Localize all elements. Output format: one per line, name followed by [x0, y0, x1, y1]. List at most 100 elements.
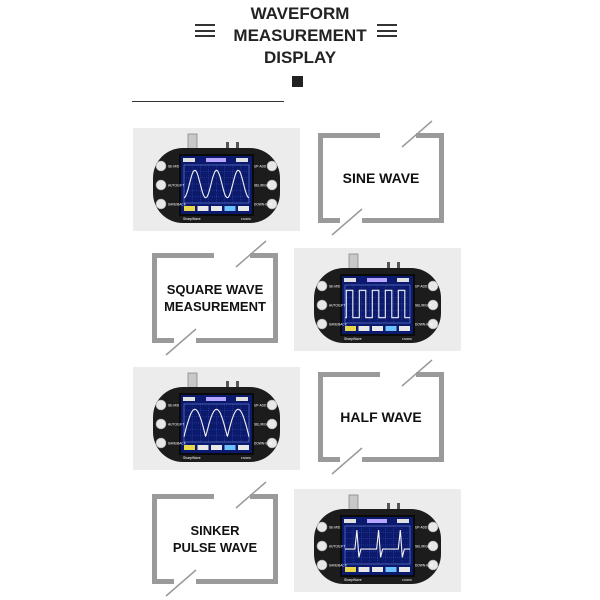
- header: WAVEFORM MEASUREMENT DISPLAY: [0, 0, 600, 100]
- status-chip: [183, 158, 195, 162]
- probe-connector: [187, 372, 198, 390]
- status-chip: [206, 158, 226, 162]
- status-chip: [238, 206, 249, 211]
- device-button-label: SAVE/BACK: [168, 442, 187, 446]
- device-button: [316, 299, 328, 311]
- device-button-label: AUTO/LIFT: [168, 184, 184, 188]
- device-button: [427, 521, 439, 533]
- device-button: [316, 559, 328, 571]
- device-button: [155, 198, 167, 210]
- usb-port: [387, 262, 390, 268]
- accent-slash: [235, 240, 267, 268]
- frame-line: [318, 133, 380, 223]
- brand-label: SharpWave: [344, 337, 362, 341]
- usb-port: [226, 142, 229, 148]
- status-chip: [224, 445, 236, 450]
- device-button-label: SE-M/D: [329, 526, 341, 530]
- status-chip: [385, 326, 397, 331]
- device-button: [266, 179, 278, 191]
- status-chip: [211, 206, 222, 211]
- device-button: [155, 437, 167, 449]
- device-button: [155, 160, 167, 172]
- device-button-label: SE-M/D: [168, 165, 180, 169]
- status-chip: [224, 206, 236, 211]
- status-chip: [184, 445, 195, 450]
- grid-frame: [183, 164, 250, 204]
- status-chip: [206, 397, 226, 401]
- status-chip: [367, 278, 387, 282]
- device-button-label: SEL/RIGHT: [254, 423, 271, 427]
- device-button-label: SEL/RIGHT: [415, 545, 432, 549]
- model-label: FNIRSI: [402, 337, 412, 341]
- device-button-label: DOWN-SUB: [254, 442, 272, 446]
- model-label: FNIRSI: [241, 217, 251, 221]
- oscilloscope-device: SE-M/DAUTO/LIFTSAVE/BACKUP-ADDSEL/RIGHTD…: [314, 253, 441, 343]
- status-chip: [372, 567, 383, 572]
- status-chip: [197, 206, 209, 211]
- device-button-label: AUTO/LIFT: [329, 304, 345, 308]
- bracket-frame: [152, 481, 278, 597]
- device-button-label: UP-ADD: [254, 165, 267, 169]
- device-button-label: DOWN-SUB: [254, 203, 272, 207]
- frame-line: [152, 253, 214, 343]
- status-chip: [358, 567, 370, 572]
- device-button-label: SAVE/BACK: [168, 203, 187, 207]
- status-chip: [184, 206, 195, 211]
- device-button: [316, 318, 328, 330]
- device-button-label: SE-M/D: [168, 404, 180, 408]
- device-button-label: UP-ADD: [415, 526, 428, 530]
- accent-slash: [401, 359, 433, 387]
- device-button: [427, 280, 439, 292]
- device-image-pulse: SE-M/D AUTO/LIFT SAVE/BACK UP-ADD SEL/RIGHT D…: [294, 489, 461, 592]
- status-chip: [399, 326, 410, 331]
- section-label: HALF WAVE: [340, 409, 422, 425]
- device-button-label: SAVE/BACK: [329, 323, 348, 327]
- device-button-label: DOWN-SUB: [415, 564, 433, 568]
- device-button: [316, 280, 328, 292]
- label-pulse-wave: SINKER PULSE WAVE: [152, 481, 278, 597]
- status-chip: [372, 326, 383, 331]
- device-image-sine: SE-M/D AUTO/LIFT SAVE/BACK UP-ADD SEL/RIGHT D…: [133, 128, 300, 231]
- grid-frame: [344, 284, 411, 324]
- frame-line: [362, 133, 444, 223]
- device-button-label: SEL/RIGHT: [415, 304, 432, 308]
- accent-slash: [165, 569, 197, 597]
- waveform-trace: [183, 169, 250, 199]
- device-button-label: SEL/RIGHT: [254, 184, 271, 188]
- frame-line: [152, 494, 214, 584]
- label-square-wave: SQUARE WAVE MEASUREMENT: [152, 240, 278, 356]
- device-button: [155, 179, 167, 191]
- menu-icon: [195, 24, 215, 37]
- oscilloscope-device: SE-M/D AUTO/LIFT SAVE/BACK UP-ADD SEL/RIGHT D…: [314, 494, 441, 584]
- status-chip: [344, 519, 356, 523]
- power-port: [236, 381, 239, 387]
- device-button: [155, 418, 167, 430]
- device-button-label: UP-ADD: [254, 404, 267, 408]
- grid-frame: [344, 525, 411, 565]
- section-label: SQUARE WAVE MEASUREMENT: [164, 282, 266, 314]
- grid-frame: [183, 403, 250, 443]
- accent-slash: [331, 447, 363, 475]
- power-port: [397, 503, 400, 509]
- power-port: [236, 142, 239, 148]
- device-button-label: UP-ADD: [415, 285, 428, 289]
- square-marker-icon: [292, 76, 303, 87]
- device-button-label: SAVE/BACK: [329, 564, 348, 568]
- frame-line: [362, 372, 444, 462]
- device-button-label: AUTO/LIFT: [329, 545, 345, 549]
- status-chip: [236, 397, 248, 401]
- model-label: FNIRSI: [402, 578, 412, 582]
- accent-slash: [331, 208, 363, 236]
- status-chip: [197, 445, 209, 450]
- label-half-wave: HALF WAVE: [318, 359, 444, 475]
- probe-connector: [348, 253, 359, 271]
- waveform-trace: [345, 529, 410, 558]
- status-chip: [358, 326, 370, 331]
- status-chip: [397, 278, 409, 282]
- accent-slash: [235, 481, 267, 509]
- probe-connector: [348, 494, 359, 512]
- device-button: [155, 399, 167, 411]
- waveform-trace: [183, 408, 250, 438]
